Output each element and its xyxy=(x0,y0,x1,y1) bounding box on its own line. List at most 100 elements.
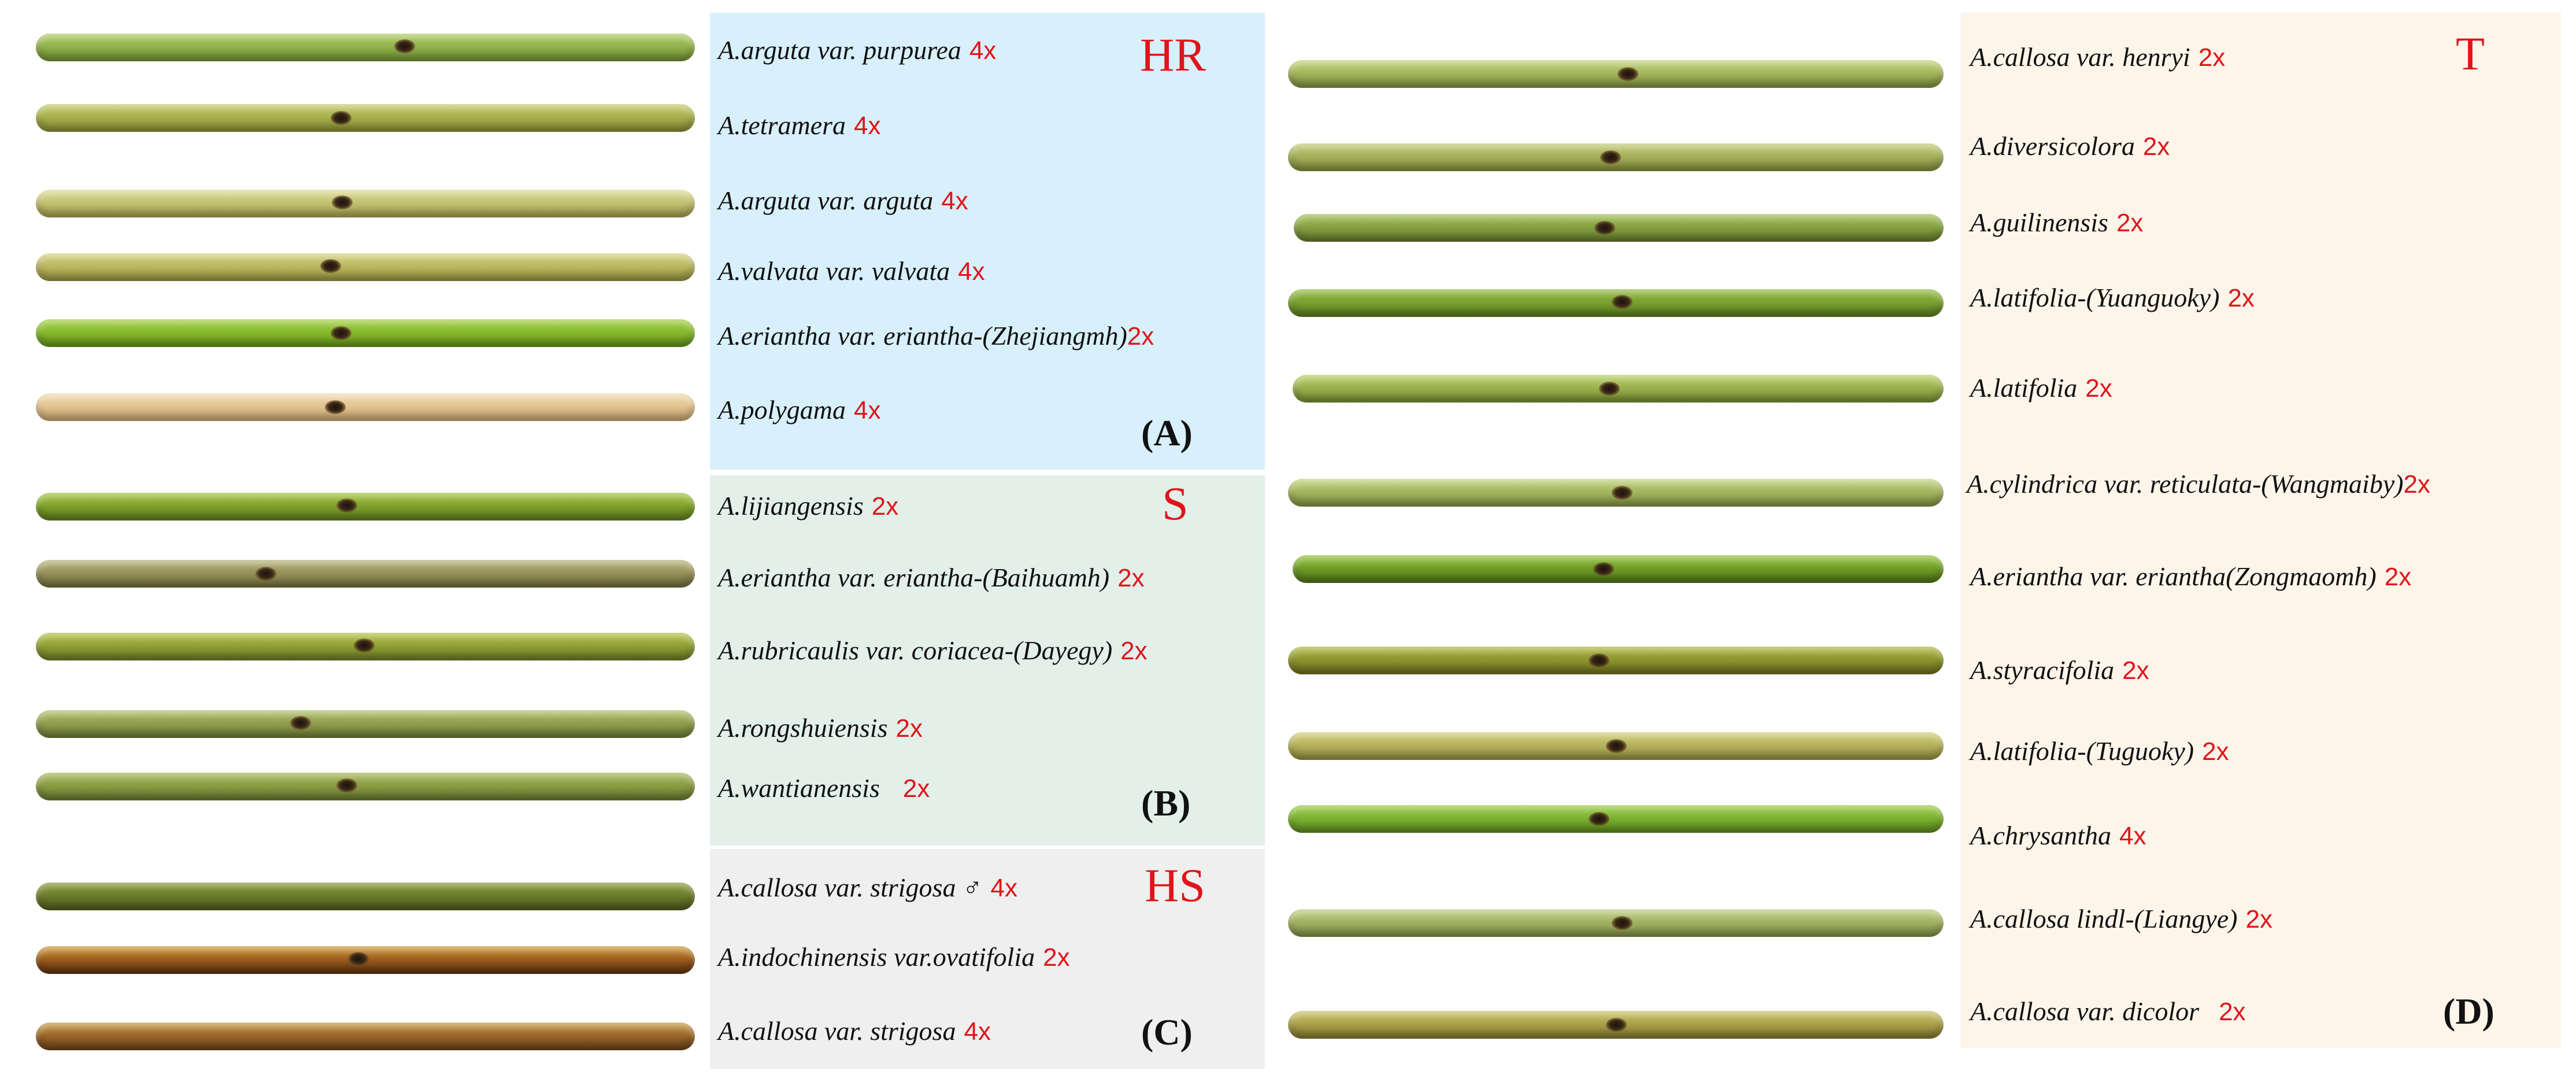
stem-photo xyxy=(36,393,695,421)
lesion-spot xyxy=(331,111,351,125)
stem-photo xyxy=(1288,732,1944,760)
species-name: A.rongshuiensis xyxy=(718,713,888,743)
species-name: A.indochinensis var.ovatifolia xyxy=(718,942,1035,972)
species-name: A.styracifolia xyxy=(1970,655,2115,685)
ploidy-value: 2x xyxy=(902,774,930,803)
stem-photo xyxy=(36,710,695,738)
lesion-spot xyxy=(1612,295,1633,309)
species-name: A.eriantha var. eriantha-(Baihuamh) xyxy=(718,563,1110,592)
ploidy-value: 4x xyxy=(941,187,968,215)
lesion-spot xyxy=(1589,654,1609,667)
lesion-spot xyxy=(290,716,311,730)
species-name: A.diversicolora xyxy=(1970,131,2135,161)
ploidy-value: 2x xyxy=(1120,637,1148,665)
ploidy-value: 4x xyxy=(964,1017,991,1046)
species-row: A.arguta var. purpurea 4x xyxy=(718,35,996,65)
lesion-spot xyxy=(354,639,375,652)
lesion-spot xyxy=(1606,1018,1627,1032)
species-name: A.wantianensis xyxy=(718,773,880,803)
species-row: A.wantianensis 2x xyxy=(718,773,930,803)
stem-photo xyxy=(1294,214,1944,242)
species-name: A.callosa var. dicolor xyxy=(1970,997,2200,1026)
ploidy-value: 2x xyxy=(2122,656,2149,685)
ploidy-value: 2x xyxy=(2142,132,2170,161)
stem-photo xyxy=(36,493,695,521)
species-name: A.tetramera xyxy=(718,110,846,140)
panel-c-hs: A.callosa var. strigosa ♂4x A.indochinen… xyxy=(710,849,1265,1069)
ploidy-value: 2x xyxy=(2085,374,2112,403)
species-row: A.eriantha var. eriantha-(Zhejiangmh)2x xyxy=(718,320,1154,351)
lesion-spot xyxy=(336,778,357,792)
lesion-spot xyxy=(332,195,353,209)
species-name: A.lijiangensis xyxy=(718,491,864,521)
species-name: A.callosa var. strigosa ♂ xyxy=(718,873,983,902)
panel-label: (A) xyxy=(1141,412,1193,453)
species-name: A.callosa var. henryi xyxy=(1970,42,2190,72)
stem-photo xyxy=(36,34,695,61)
ploidy-value: 4x xyxy=(2119,822,2146,850)
ploidy-value: 4x xyxy=(990,874,1017,902)
species-name: A.callosa lindl-(Liangye) xyxy=(1970,904,2238,933)
species-row: A.latifolia-(Yuanguoky)2x xyxy=(1970,282,2255,313)
lesion-spot xyxy=(331,326,351,340)
lesion-spot xyxy=(1612,916,1633,930)
stem-photo xyxy=(1288,647,1944,674)
species-name: A.arguta var. purpurea xyxy=(718,35,961,65)
stem-photo xyxy=(36,633,695,660)
ploidy-value: 4x xyxy=(854,396,881,425)
lesion-spot xyxy=(394,39,415,53)
lesion-spot xyxy=(1612,486,1633,500)
ploidy-value: 2x xyxy=(2245,905,2272,933)
species-name: A.eriantha var. eriantha(Zongmaomh) xyxy=(1970,562,2377,591)
ploidy-value: 4x xyxy=(854,112,881,140)
resistance-category: HS xyxy=(1145,859,1205,911)
species-row: A.latifolia-(Tuguoky) 2x xyxy=(1970,736,2229,766)
species-name: A.chrysantha xyxy=(1970,821,2112,850)
species-name: A.latifolia xyxy=(1970,373,2078,403)
lesion-spot xyxy=(325,400,346,414)
species-name: A.valvata var. valvata xyxy=(718,256,950,286)
species-name: A.callosa var. strigosa xyxy=(718,1016,956,1046)
ploidy-value: 2x xyxy=(1127,322,1154,350)
stem-photo xyxy=(1288,60,1944,88)
lesion-spot xyxy=(1599,382,1620,396)
ploidy-value: 2x xyxy=(871,492,899,521)
species-name: A.arguta var. arguta xyxy=(718,186,934,215)
stem-photo xyxy=(36,946,695,974)
ploidy-value: 2x xyxy=(1043,943,1070,972)
ploidy-value: 4x xyxy=(969,36,997,65)
species-name: A.rubricaulis var. coriacea-(Dayegy) xyxy=(718,636,1113,665)
stem-photo xyxy=(36,253,695,281)
species-row: A.rubricaulis var. coriacea-(Dayegy)2x xyxy=(718,635,1148,666)
resistance-category: T xyxy=(2456,27,2485,80)
lesion-spot xyxy=(348,952,369,966)
ploidy-value: 2x xyxy=(1117,564,1145,592)
stem-photo xyxy=(1288,143,1944,171)
ploidy-value: 2x xyxy=(2202,737,2229,766)
panel-label: (C) xyxy=(1141,1012,1193,1053)
lesion-spot xyxy=(1600,150,1621,164)
stem-photo xyxy=(1293,375,1944,403)
ploidy-value: 2x xyxy=(2219,998,2246,1026)
lesion-spot xyxy=(1618,67,1638,81)
lesion-spot xyxy=(1589,812,1609,826)
stem-photo xyxy=(1288,289,1944,317)
lesion-spot xyxy=(1594,221,1615,235)
species-name: A.latifolia-(Tuguoky) xyxy=(1970,736,2194,766)
stem-photo xyxy=(36,883,695,910)
stem-photo xyxy=(36,773,695,800)
species-name: A.eriantha var. eriantha-(Zhejiangmh) xyxy=(718,321,1127,350)
stem-photo xyxy=(1288,1011,1944,1039)
ploidy-value: 2x xyxy=(2384,563,2412,591)
stem-photo xyxy=(1288,479,1944,507)
ploidy-value: 2x xyxy=(2227,284,2255,312)
